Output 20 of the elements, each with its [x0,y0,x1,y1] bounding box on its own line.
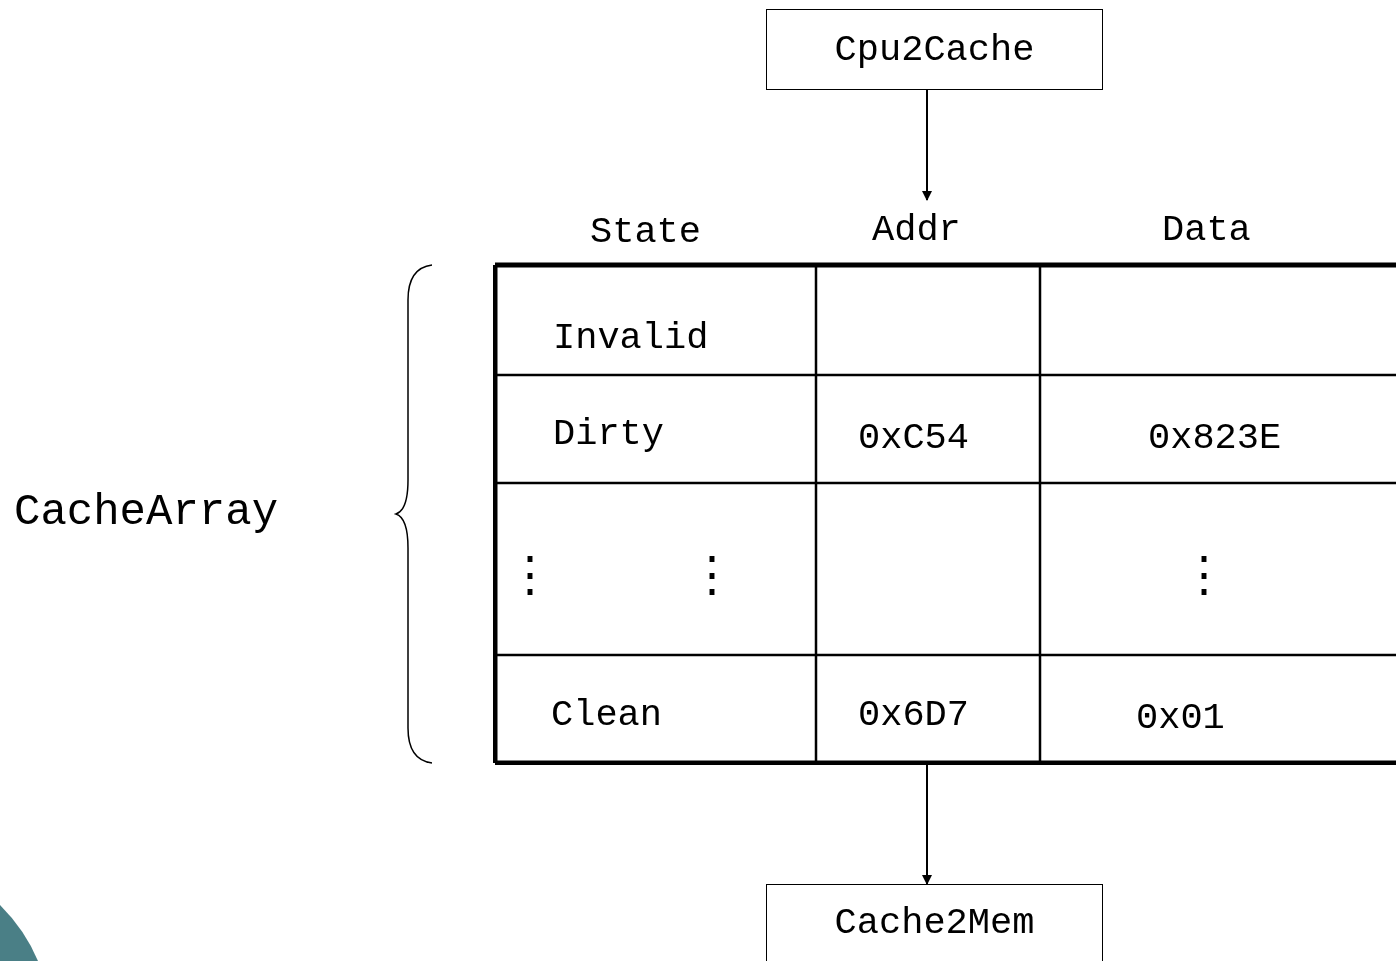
column-header: State [590,212,702,252]
table-text: 0x823E [1148,418,1282,458]
process-box [766,9,1103,90]
table-text: 0xC54 [858,418,970,458]
node-text: Cpu2Cache [834,28,1035,71]
process-box [766,884,1103,961]
table-text: Invalid [553,318,709,358]
table-text: Dirty [553,414,665,454]
arrow [922,89,932,201]
arrow [922,764,932,885]
column-header: Data [1162,210,1251,250]
table-text: 0x6D7 [858,695,970,735]
column-header: Addr [872,210,961,250]
group-label: CacheArray [14,492,279,532]
ellipsis: ⋮ [688,558,736,598]
ellipsis: ⋮ [1180,558,1228,598]
table-text: 0x01 [1136,698,1225,738]
node-text: Cache2Mem [834,902,1035,944]
table-text: Clean [551,695,663,735]
ellipsis: ⋮ [506,558,554,598]
